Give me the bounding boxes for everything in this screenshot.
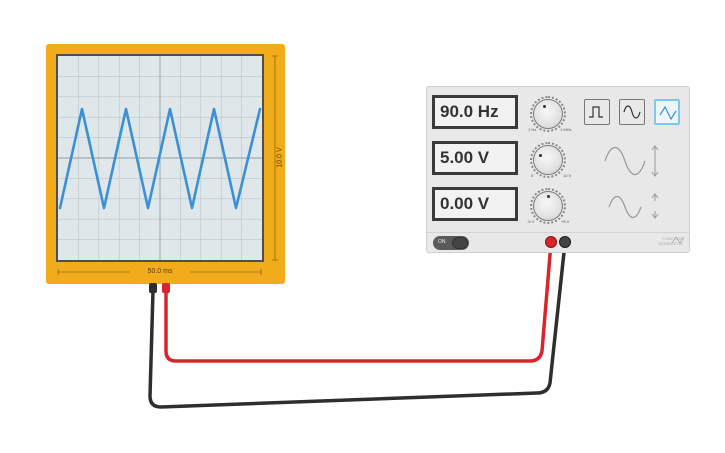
offset-knob[interactable] — [530, 188, 566, 224]
black-wire[interactable] — [148, 242, 567, 409]
brand-wave-icon — [671, 236, 685, 244]
sine-wave-icon — [623, 105, 641, 119]
offset-max-label: +5 V — [561, 219, 570, 224]
sine-wave-button[interactable] — [619, 99, 645, 125]
amplitude-knob[interactable] — [530, 142, 566, 178]
offset-icon — [608, 193, 659, 219]
oscilloscope-screen — [56, 54, 264, 262]
amplitude-display: 5.00 V — [432, 141, 518, 175]
square-wave-icon — [589, 106, 603, 118]
volt-scale-label: 10.0 V — [276, 137, 284, 178]
offset-display: 0.00 V — [432, 187, 518, 221]
amplitude-icon — [604, 145, 659, 177]
panel-divider — [427, 232, 689, 233]
amplitude-min-label: 0 — [531, 173, 534, 178]
frequency-min-label: 1 Hz — [528, 127, 537, 132]
time-scale-label: 50.0 ms — [130, 268, 190, 275]
ground-terminal[interactable] — [559, 236, 571, 248]
positive-terminal[interactable] — [545, 236, 557, 248]
scope-ground-probe[interactable] — [149, 283, 157, 293]
oscilloscope-trace — [58, 107, 262, 210]
oscilloscope-grid — [58, 56, 262, 260]
offset-min-label: -5 V — [527, 219, 535, 224]
brand-label: FUNCTION GENERATOR — [658, 236, 683, 246]
power-label: ON — [438, 239, 446, 245]
square-wave-button[interactable] — [584, 99, 610, 125]
frequency-max-label: 1 MHz — [560, 127, 572, 132]
power-switch[interactable]: ON — [433, 236, 469, 250]
triangle-wave-icon — [659, 105, 677, 121]
amplitude-max-label: 10 V — [563, 173, 572, 178]
triangle-wave-button[interactable] — [654, 99, 680, 125]
power-switch-knob — [452, 237, 468, 249]
frequency-display: 90.0 Hz — [432, 95, 518, 129]
frequency-knob[interactable] — [530, 96, 566, 132]
function-generator[interactable]: 90.0 Hz 5.00 V 0.00 V 1 Hz 1 MHz 0 10 V … — [426, 86, 690, 253]
red-wire[interactable] — [164, 242, 553, 363]
volt-axis-marker — [272, 55, 278, 261]
scope-signal-probe[interactable] — [162, 283, 170, 293]
